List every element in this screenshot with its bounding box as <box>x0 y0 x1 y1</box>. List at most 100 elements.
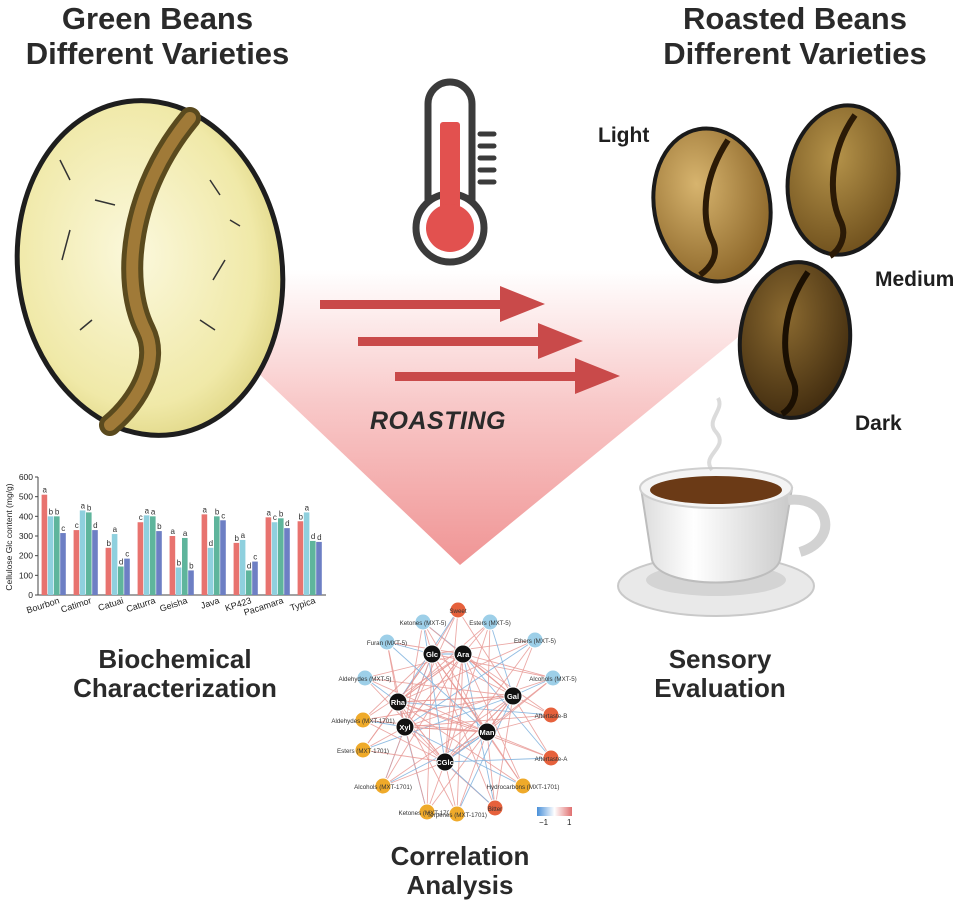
chart-significance-letter: b <box>215 507 220 516</box>
network-node <box>354 741 372 759</box>
chart-significance-letter: b <box>234 534 239 543</box>
chart-bar <box>252 561 258 595</box>
network-node-label: Esters (MXT-1701) <box>337 748 389 755</box>
thermometer-icon <box>412 78 497 266</box>
chart-significance-letter: c <box>61 524 65 533</box>
correlation-legend-max: 1 <box>567 818 572 827</box>
network-node <box>418 803 436 821</box>
network-edge <box>404 714 552 728</box>
network-edge <box>456 695 514 815</box>
network-edge <box>444 609 459 763</box>
green-beans-heading-line1: Green Beans <box>61 1 254 36</box>
network-node-label: Rha <box>391 698 406 707</box>
network-edge <box>404 726 524 787</box>
network-node-label: Sweet <box>449 608 466 615</box>
chart-significance-letter: d <box>247 561 251 570</box>
network-node-label: Man <box>480 728 495 737</box>
chart-bar <box>54 516 60 595</box>
chart-significance-letter: a <box>305 503 310 512</box>
network-node <box>503 686 523 706</box>
chart-significance-letter: d <box>209 539 213 548</box>
network-node-label: Aftertaste-B <box>535 713 568 720</box>
network-edge <box>456 731 488 815</box>
network-node <box>542 749 560 767</box>
network-edge <box>362 749 446 763</box>
chart-bar <box>233 542 240 595</box>
chart-significance-letter: a <box>113 525 118 534</box>
coffee-cup-icon <box>617 396 831 617</box>
network-edge <box>444 677 554 763</box>
roasting-funnel <box>150 270 820 565</box>
network-node <box>486 799 504 817</box>
chart-bar <box>175 567 182 595</box>
network-node-label: Aftertaste-A <box>535 756 569 763</box>
chart-bar <box>271 522 278 595</box>
chart-significance-letter: d <box>93 521 97 530</box>
chart-category-label: Geisha <box>158 595 188 613</box>
biochemical-heading: Biochemical Characterization <box>40 644 310 704</box>
correlation-legend-scale <box>537 807 572 816</box>
chart-bar <box>86 512 92 595</box>
dark-roast-bean <box>737 260 853 420</box>
chart-significance-letter: b <box>279 509 284 518</box>
chart-bar <box>137 522 144 595</box>
chart-significance-letter: b <box>189 561 194 570</box>
chart-significance-letter: a <box>170 527 175 536</box>
chart-category-label: Java <box>199 595 220 610</box>
network-edge <box>489 621 514 697</box>
network-edge <box>486 731 496 809</box>
network-edge <box>444 757 552 763</box>
chart-significance-letter: b <box>87 503 92 512</box>
chart-significance-letter: b <box>55 507 60 516</box>
chart-significance-letter: d <box>285 519 289 528</box>
biochemical-heading-line1: Biochemical <box>98 644 252 674</box>
medium-roast-bean <box>785 103 901 259</box>
chart-bar <box>297 521 304 595</box>
chart-bar <box>303 512 310 595</box>
green-beans-heading-line2: Different Varieties <box>25 35 290 71</box>
network-edge <box>397 701 524 787</box>
chart-bar <box>150 516 156 595</box>
chart-y-axis-label: Cellulose Glc content (mg/g) <box>4 483 14 590</box>
chart-bar <box>201 514 208 595</box>
chart-y-tick-label: 600 <box>19 472 33 482</box>
network-node <box>414 613 432 631</box>
network-edge <box>362 719 488 733</box>
chart-significance-letter: a <box>183 529 188 538</box>
network-node-label: Terpenes (MXT-1701) <box>427 812 487 819</box>
chart-bar <box>156 531 162 595</box>
network-edge <box>462 653 552 716</box>
chart-bar <box>220 520 226 595</box>
correlation-heading: Correlation Analysis <box>340 841 580 901</box>
network-edge <box>382 731 488 787</box>
network-edge <box>404 621 424 728</box>
network-node-label: Xyl <box>399 723 410 732</box>
correlation-heading-line2: Analysis <box>406 870 514 901</box>
chart-bar <box>73 530 80 595</box>
network-node-label: Ketones (MXT-1701) <box>398 810 455 817</box>
chart-significance-letter: c <box>139 513 143 522</box>
network-node <box>544 669 562 687</box>
chart-y-tick-label: 0 <box>28 590 33 600</box>
chart-y-tick-label: 200 <box>19 551 33 561</box>
biochemical-heading-line2: Characterization <box>73 673 277 704</box>
chart-significance-letter: d <box>317 533 321 542</box>
network-edge <box>362 653 464 721</box>
chart-significance-letter: d <box>119 557 123 566</box>
chart-bar <box>182 537 188 595</box>
chart-bar <box>143 515 150 595</box>
network-edge <box>422 621 446 763</box>
chart-bar <box>169 536 176 595</box>
chart-bar <box>239 539 246 595</box>
sensory-heading-line2: Evaluation <box>654 673 786 704</box>
chart-category-label: Catuai <box>97 595 125 613</box>
chart-significance-letter: b <box>106 539 111 548</box>
network-edge <box>397 701 488 733</box>
chart-category-label: Typica <box>289 595 317 613</box>
network-edge <box>431 653 488 733</box>
network-node <box>388 692 408 712</box>
network-node <box>481 613 499 631</box>
green-beans-heading: Green Beans Different Varieties <box>0 1 315 71</box>
